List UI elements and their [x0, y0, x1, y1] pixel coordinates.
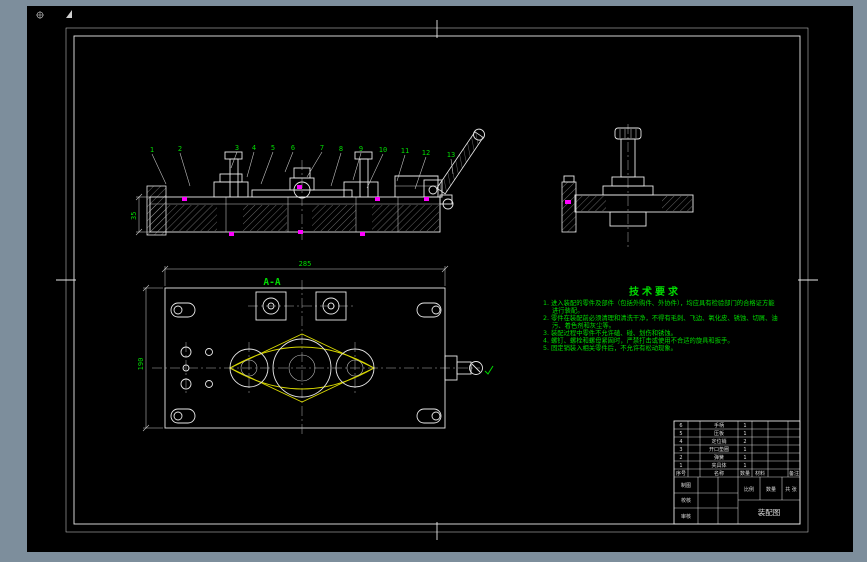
right-boss — [335, 348, 375, 388]
col-header: 材料 — [755, 470, 765, 477]
drawing-title: 装配图 — [758, 507, 781, 517]
tech-req-line: 3. 装配过程中零件不允许磕、碰、划伤和锈蚀。 — [543, 328, 677, 337]
hatch-area — [243, 205, 287, 231]
left-boss — [229, 348, 269, 388]
field-sheets: 共 张 — [785, 486, 797, 493]
balloon-number: 1 — [150, 146, 154, 154]
dimension-285: 285 — [161, 260, 449, 286]
tech-req-line: 2. 零件在装配前必须清理和清洗干净，不得有毛刺、飞边、氧化皮、锈蚀、切屑、油 — [543, 313, 778, 322]
hatch-area — [372, 205, 439, 231]
balloon-number: 4 — [252, 144, 256, 152]
field-proof: 校核 — [681, 497, 691, 504]
tech-req-line: 4. 螺钉、螺栓和螺母紧固时，严禁打击或使用不合适的旋具和扳手。 — [543, 336, 734, 345]
col-header: 备注 — [789, 470, 799, 477]
dimension-190: 190 — [137, 284, 163, 432]
dim-text: 190 — [137, 358, 145, 371]
balloon-number: 13 — [447, 151, 455, 159]
center-bore — [272, 338, 332, 398]
hatch-area — [312, 205, 356, 231]
plan-view: A-A 285 190 — [137, 260, 494, 436]
part-qty: 1 — [743, 423, 746, 429]
check-mark — [484, 365, 494, 375]
balloon-number: 8 — [339, 145, 343, 153]
corner-slots — [170, 302, 442, 424]
clamp-handle — [436, 128, 485, 195]
part-no: 4 — [679, 439, 682, 445]
part-no: 1 — [679, 463, 682, 469]
part-no: 3 — [679, 447, 682, 453]
balloon-number: 11 — [401, 147, 409, 155]
hatch-area — [151, 205, 217, 231]
part-name: 压板 — [714, 430, 724, 437]
datum-markers — [182, 185, 429, 236]
part-name: 开口垫圈 — [709, 446, 729, 453]
field-check: 审核 — [681, 513, 691, 520]
bolt-shank — [359, 158, 369, 198]
part-qty: 1 — [743, 447, 746, 453]
front-section-view: 35 — [130, 128, 485, 240]
section-label: A-A — [263, 277, 280, 288]
top-pads — [255, 291, 347, 321]
left-holes — [180, 346, 213, 390]
col-header: 数量 — [740, 470, 750, 477]
tech-req-line: 污、着色剂和灰尘等。 — [552, 321, 615, 330]
border-center-ticks — [56, 20, 818, 540]
field-qty: 数量 — [766, 486, 776, 493]
balloon-number: 10 — [379, 146, 387, 154]
part-no: 5 — [679, 431, 682, 437]
bolt-shank — [229, 158, 239, 198]
part-qty: 2 — [743, 439, 746, 445]
part-qty: 1 — [743, 463, 746, 469]
title-fields: 制图 校核 审核 比例 数量 共 张 装配图 — [681, 482, 797, 520]
part-name: 弹簧 — [714, 454, 724, 461]
field-scale: 比例 — [744, 486, 754, 493]
part-qty: 1 — [743, 455, 746, 461]
part-no: 6 — [679, 423, 682, 429]
side-post — [561, 181, 577, 233]
balloon-number: 6 — [291, 144, 295, 152]
title-block: 6 手柄 1 5 压板 1 4 定位销 2 3 开口垫圈 1 2 弹簧 1 1 … — [673, 420, 801, 525]
part-no: 2 — [679, 455, 682, 461]
datum-marker — [565, 200, 571, 204]
clamp-screw — [444, 355, 483, 381]
part-qty: 1 — [743, 431, 746, 437]
technical-requirements: 技术要求 1. 进入装配的零件及部件（包括外购件、外协件），均应具有检验部门的合… — [543, 285, 778, 352]
field-draw: 制图 — [681, 482, 691, 489]
hatch-area — [662, 196, 692, 211]
dimension-35: 35 — [130, 193, 150, 236]
model-space[interactable] — [27, 6, 853, 552]
leader-lines — [151, 151, 454, 190]
ucs-icon — [36, 10, 72, 19]
balloon-number: 7 — [320, 144, 324, 152]
balloon-number: 2 — [178, 145, 182, 153]
parts-list: 6 手柄 1 5 压板 1 4 定位销 2 3 开口垫圈 1 2 弹簧 1 1 … — [676, 422, 799, 477]
parts-list-grid — [674, 421, 800, 524]
balloon-number: 9 — [359, 145, 363, 153]
title-area-grid — [674, 477, 800, 524]
tech-req-line: 1. 进入装配的零件及部件（包括外购件、外协件），均应具有检验部门的合格证方能 — [543, 298, 775, 307]
tech-req-line: 进行装配。 — [552, 306, 583, 315]
balloon-number: 5 — [271, 144, 275, 152]
balloon-callouts: 1 2 3 4 5 6 7 8 9 10 11 12 13 — [150, 144, 455, 190]
hatch-area — [576, 196, 606, 211]
dim-text: 35 — [130, 212, 138, 220]
side-view — [561, 124, 694, 248]
end-pin — [442, 198, 454, 210]
part-name: 手柄 — [714, 422, 724, 429]
dim-text: 285 — [299, 260, 312, 268]
col-header: 名称 — [714, 470, 724, 477]
part-name: 定位销 — [711, 438, 726, 445]
sheet-border — [56, 20, 818, 540]
balloon-number: 3 — [235, 144, 239, 152]
tech-req-line: 5. 固定销装入相关零件后，不允许有松动现象。 — [543, 343, 677, 352]
balloon-number: 12 — [422, 149, 430, 157]
col-header: 序号 — [676, 470, 686, 477]
part-name: 夹具体 — [711, 462, 726, 469]
tech-req-title: 技术要求 — [629, 285, 681, 298]
